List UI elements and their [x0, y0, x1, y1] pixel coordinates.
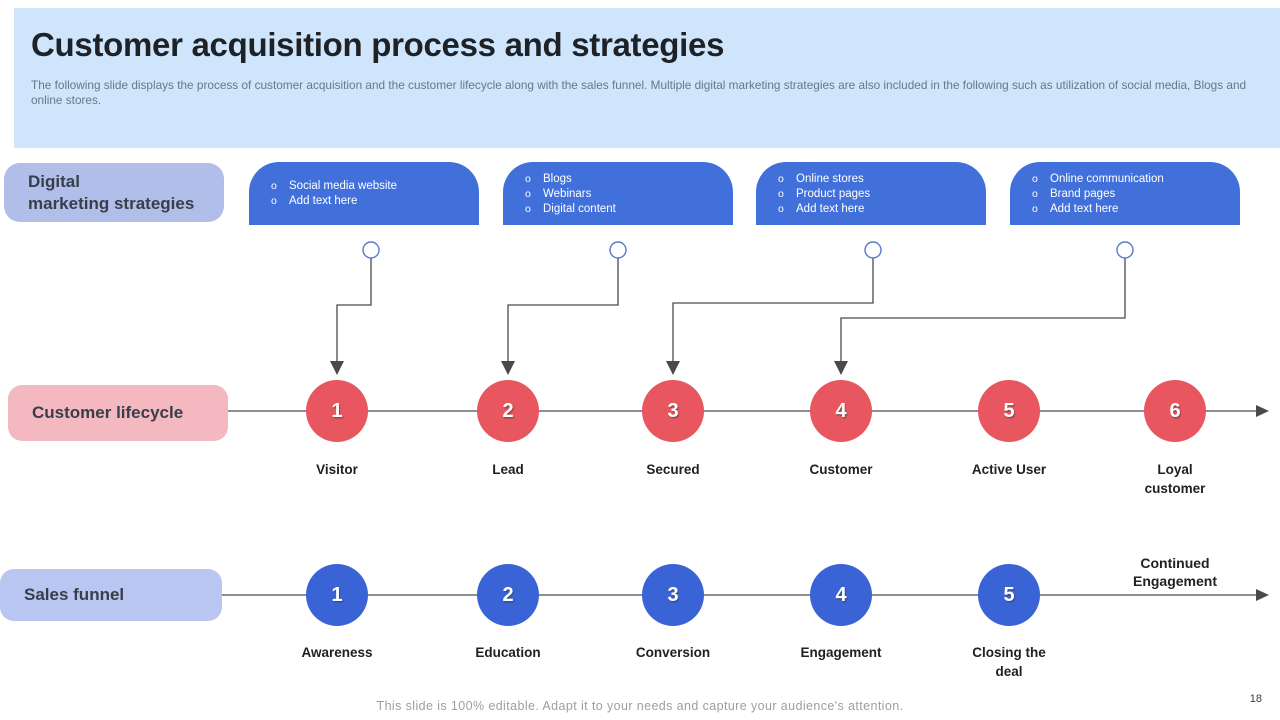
bullet-item: o Social media website: [271, 179, 479, 193]
funnel-step-circle-5: 5: [978, 564, 1040, 626]
step-number: 4: [835, 399, 847, 422]
bullet-text: Product pages: [796, 187, 871, 200]
bullet-item: o Webinars: [525, 187, 733, 201]
bullet-marker: o: [778, 202, 784, 215]
connector-node-1: [362, 241, 380, 259]
connector-line-1: [336, 258, 372, 362]
bullet-item: o Online stores: [778, 172, 986, 186]
continued-engagement-label: Continued Engagement: [1132, 555, 1217, 589]
bullet-item: o Brand pages: [1032, 187, 1240, 201]
page-number: 18: [1249, 693, 1262, 705]
bullet-text: Add text here: [1050, 202, 1119, 215]
bullet-item: o Add text here: [778, 202, 986, 216]
bullet-text: Brand pages: [1050, 187, 1116, 200]
lifecycle-step-circle-5: 5: [978, 380, 1040, 442]
bullet-marker: o: [1032, 187, 1038, 200]
bullet-marker: o: [778, 172, 784, 185]
funnel-step-circle-2: 2: [477, 564, 539, 626]
slide-title: Customer acquisition process and strateg…: [31, 26, 725, 63]
bullet-item: o Digital content: [525, 202, 733, 216]
step-number: 1: [331, 583, 343, 606]
lifecycle-step-label-6: Loyal customer: [1144, 462, 1206, 496]
funnel-step-label-2: Education: [475, 645, 541, 660]
step-number: 2: [502, 399, 514, 422]
bullet-marker: o: [1032, 172, 1038, 185]
label-customer-lifecycle: Customer lifecycle: [8, 385, 228, 441]
bullet-marker: o: [525, 187, 531, 200]
lifecycle-step-label-5: Active User: [971, 462, 1047, 477]
step-number: 3: [667, 399, 679, 422]
lifecycle-step-label-2: Lead: [492, 462, 524, 477]
funnel-arrowhead: [1256, 589, 1269, 601]
connector-line-4: [840, 258, 1126, 362]
label-sales-funnel: Sales funnel: [0, 569, 222, 621]
bullet-item: o Product pages: [778, 187, 986, 201]
connector-line-2: [507, 258, 619, 362]
header-band: [14, 8, 1280, 148]
step-number: 5: [1003, 399, 1015, 422]
bullet-text: Social media website: [289, 180, 398, 192]
lifecycle-step-circle-1: 1: [306, 380, 368, 442]
bullet-text: Digital content: [543, 202, 616, 215]
funnel-step-label-3: Conversion: [635, 645, 711, 660]
slide-subtitle: The following slide displays the process…: [31, 78, 1247, 107]
bullet-item: o Add text here: [1032, 202, 1240, 216]
bullet-text: Blogs: [543, 172, 572, 185]
bullet-item: o Online communication: [1032, 172, 1240, 186]
connector-node-3: [864, 241, 882, 259]
bullet-item: o Blogs: [525, 172, 733, 186]
bullet-text: Webinars: [543, 187, 592, 200]
arrowhead-down-4: [834, 361, 848, 375]
lifecycle-step-circle-2: 2: [477, 380, 539, 442]
lifecycle-arrowhead: [1256, 405, 1269, 417]
step-number: 5: [1003, 583, 1015, 606]
lifecycle-step-circle-4: 4: [810, 380, 872, 442]
arrowhead-down-2: [501, 361, 515, 375]
step-number: 4: [835, 583, 847, 606]
bullet-marker: o: [525, 202, 531, 215]
lifecycle-step-label-1: Visitor: [316, 462, 358, 477]
funnel-step-label-5: Closing the deal: [972, 645, 1046, 679]
bullet-marker: o: [271, 195, 277, 207]
lifecycle-step-label-4: Customer: [809, 462, 873, 477]
step-number: 6: [1169, 399, 1181, 422]
bullet-text: Online stores: [796, 172, 864, 185]
label-lifecycle-text: Customer lifecycle: [32, 403, 184, 422]
lifecycle-step-circle-3: 3: [642, 380, 704, 442]
funnel-step-label-4: Engagement: [800, 645, 882, 660]
lifecycle-step-circle-6: 6: [1144, 380, 1206, 442]
bullet-marker: o: [271, 180, 277, 192]
arrowhead-down-1: [330, 361, 344, 375]
funnel-step-label-1: Awareness: [301, 645, 373, 660]
bullet-marker: o: [778, 187, 784, 200]
connector-node-2: [609, 241, 627, 259]
funnel-step-circle-1: 1: [306, 564, 368, 626]
bullet-text: Add text here: [796, 202, 865, 215]
bullet-marker: o: [1032, 202, 1038, 215]
step-number: 2: [502, 583, 514, 606]
arrowhead-down-3: [666, 361, 680, 375]
footer-note: This slide is 100% editable. Adapt it to…: [376, 699, 904, 713]
label-funnel-text: Sales funnel: [24, 585, 125, 604]
bullet-marker: o: [525, 172, 531, 185]
bullet-text: Online communication: [1050, 172, 1164, 185]
funnel-step-circle-4: 4: [810, 564, 872, 626]
connector-line-3: [672, 258, 874, 362]
step-number: 1: [331, 399, 343, 422]
bullet-item: o Add text here: [271, 194, 479, 208]
lifecycle-step-label-3: Secured: [646, 462, 700, 477]
bullet-text: Add text here: [289, 195, 358, 207]
step-number: 3: [667, 583, 679, 606]
funnel-step-circle-3: 3: [642, 564, 704, 626]
connector-node-4: [1116, 241, 1134, 259]
